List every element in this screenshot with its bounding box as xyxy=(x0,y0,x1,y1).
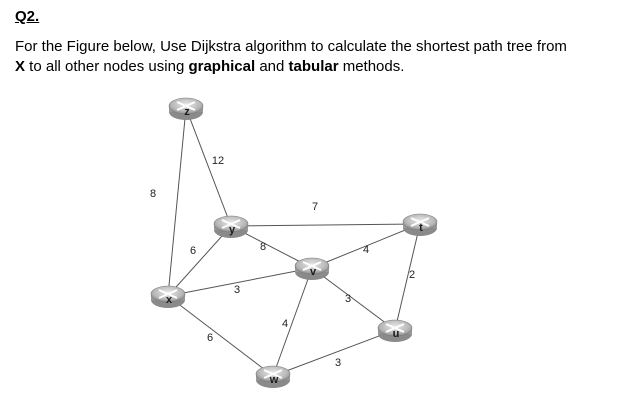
router-node-y: y xyxy=(213,215,249,238)
node-label-x: x xyxy=(166,294,173,306)
edge-weight-labels: 12 8 7 6 8 4 2 3 6 4 3 3 xyxy=(150,155,415,369)
edge-weight-v-u: 3 xyxy=(345,293,351,305)
question-title: Q2. xyxy=(15,8,40,25)
edge-weight-t-u: 2 xyxy=(409,269,415,281)
edge-weight-v-w: 4 xyxy=(282,318,288,330)
edge-t-u xyxy=(394,223,421,331)
edge-weight-z-x: 8 xyxy=(150,188,156,200)
router-arrows-icon xyxy=(158,289,178,299)
edge-weight-w-u: 3 xyxy=(335,357,341,369)
edge-v-u xyxy=(311,267,396,331)
router-node-x: x xyxy=(150,285,186,308)
question-line1: For the Figure below, Use Dijkstra algor… xyxy=(15,38,567,55)
question-line2-part2: and xyxy=(255,58,289,75)
edge-v-w xyxy=(272,267,313,377)
graph-edges xyxy=(167,107,421,377)
graph-nodes: z y t v x u w xyxy=(150,97,438,388)
edge-x-w xyxy=(167,295,274,377)
edge-y-x xyxy=(167,225,232,297)
edge-weight-x-w: 6 xyxy=(207,332,213,344)
router-node-z: z xyxy=(168,97,204,120)
router-node-t: t xyxy=(402,213,438,236)
node-label-t: t xyxy=(419,222,423,234)
edge-x-v xyxy=(167,267,313,297)
router-arrows-icon xyxy=(410,217,430,227)
node-label-u: u xyxy=(393,328,400,340)
router-node-v: v xyxy=(294,257,330,280)
edge-weight-y-t: 7 xyxy=(312,201,318,213)
router-node-u: u xyxy=(377,319,413,342)
router-arrows-icon xyxy=(263,369,283,379)
node-label-w: w xyxy=(269,374,279,386)
edge-w-u xyxy=(272,329,396,377)
bold-graphical: graphical xyxy=(188,58,256,75)
router-arrows-icon xyxy=(221,219,241,229)
router-arrows-icon xyxy=(385,323,405,333)
edge-weight-y-v: 8 xyxy=(260,241,266,253)
router-node-w: w xyxy=(255,365,291,388)
edge-y-t xyxy=(230,223,421,227)
bold-x: X xyxy=(15,58,26,75)
question-text: For the Figure below, Use Dijkstra algor… xyxy=(15,37,615,77)
router-arrows-icon xyxy=(176,101,196,111)
node-label-z: z xyxy=(184,106,190,118)
node-label-v: v xyxy=(310,266,317,278)
edge-weight-z-y: 12 xyxy=(212,155,224,167)
question-line2-end: methods. xyxy=(338,58,405,75)
bold-tabular: tabular xyxy=(288,58,339,75)
question-line2-part1: to all other nodes using xyxy=(25,58,189,75)
edge-z-x xyxy=(167,107,187,297)
edge-weight-x-v: 3 xyxy=(234,284,240,296)
edge-weight-y-x: 6 xyxy=(190,245,196,257)
edge-t-v xyxy=(311,223,421,269)
edge-z-y xyxy=(185,107,232,227)
router-arrows-icon xyxy=(302,261,322,271)
edge-weight-t-v: 4 xyxy=(363,244,369,256)
node-label-y: y xyxy=(229,224,236,236)
